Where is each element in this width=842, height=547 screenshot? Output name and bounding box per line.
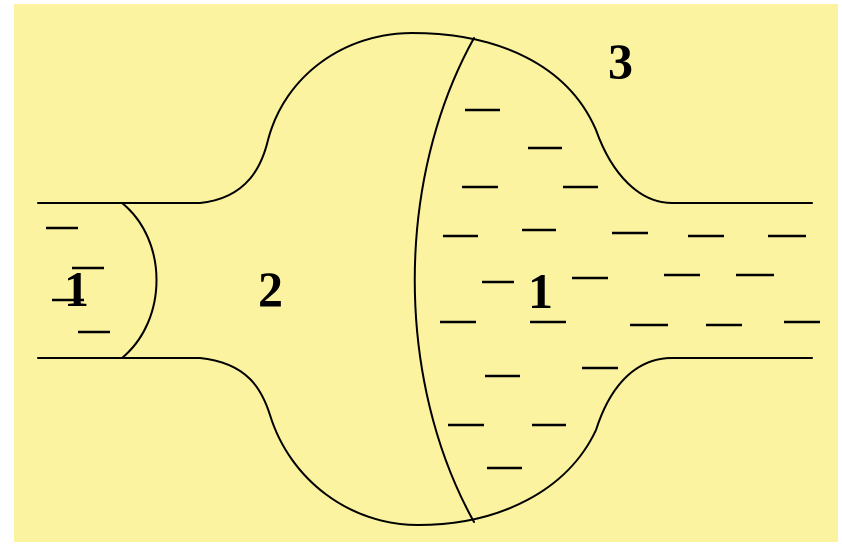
label-chamber-liquid: 1: [528, 263, 553, 319]
chamber-interface: [413, 37, 475, 523]
label-chamber-gas: 2: [258, 261, 283, 317]
left-meniscus: [121, 202, 158, 359]
diagram-background: [14, 4, 838, 542]
label-outside: 3: [608, 33, 633, 89]
left-pipe-liquid-dashes: [46, 226, 110, 334]
vessel-upper-wall: [37, 32, 813, 204]
label-left-pipe: 1: [64, 261, 89, 317]
vessel-lower-wall: [37, 357, 813, 526]
chamber-liquid-dashes: [440, 108, 820, 470]
